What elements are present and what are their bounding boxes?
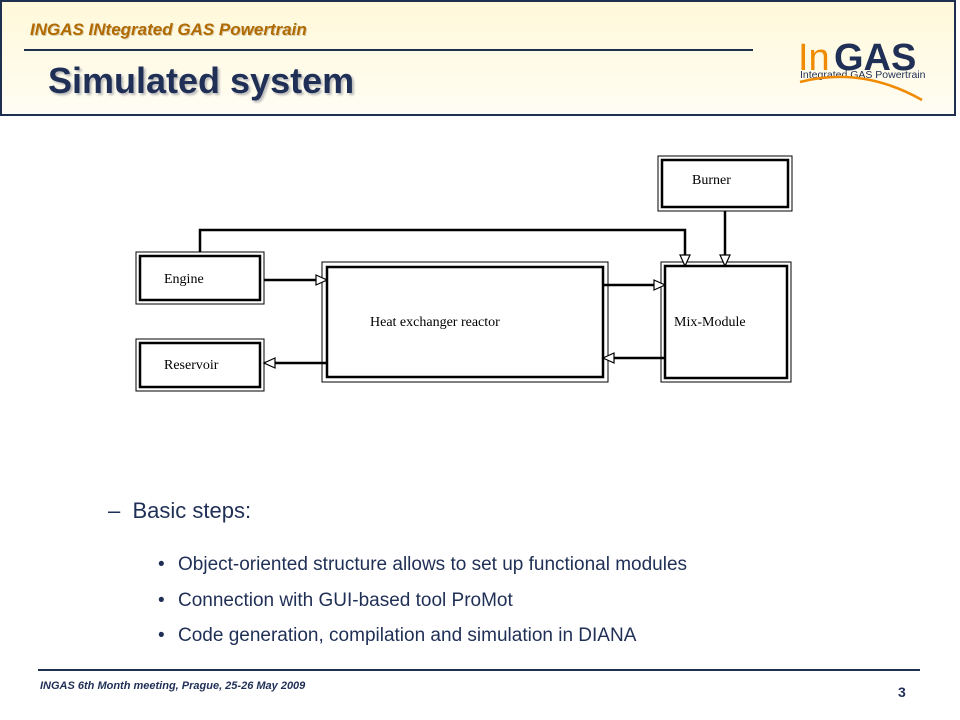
header-divider (24, 49, 753, 51)
logo-in: In (798, 37, 830, 79)
burner-label: Burner (692, 173, 731, 188)
bullet-dot: • (158, 554, 165, 575)
slide-header: INGAS INtegrated GAS Powertrain Simulate… (0, 0, 956, 116)
footer-divider (38, 669, 920, 671)
system-diagram: Engine Reservoir Heat exchanger reactor … (135, 155, 793, 392)
bullet-dot: • (158, 590, 165, 611)
bullet-item: • Connection with GUI-based tool ProMot (158, 590, 513, 612)
reactor-label: Heat exchanger reactor (370, 315, 500, 330)
logo-gas: GAS (834, 37, 916, 79)
engine-block: Engine (135, 251, 265, 305)
logo-swoosh (799, 75, 923, 102)
bullet-text: Connection with GUI-based tool ProMot (178, 590, 513, 611)
heading-text: Basic steps: (132, 498, 252, 523)
heading-dash: – (108, 498, 121, 523)
basic-steps-heading: – Basic steps: (108, 498, 251, 524)
engine-bypass-to-mix-arrow (198, 228, 691, 268)
ingas-logo: In GAS Integrated GAS Powertrain (798, 37, 926, 102)
bullet-text: Object-oriented structure allows to set … (178, 554, 688, 575)
mix-module-block: Mix-Module (660, 261, 792, 383)
project-name: INGAS INtegrated GAS Powertrain (30, 20, 307, 39)
engine-label: Engine (164, 272, 204, 287)
reservoir-block: Reservoir (135, 338, 265, 392)
page-number: 3 (898, 684, 906, 700)
bullet-text: Code generation, compilation and simulat… (178, 625, 637, 646)
reactor-block: Heat exchanger reactor (321, 261, 609, 383)
bullet-item: • Object-oriented structure allows to set… (158, 554, 687, 576)
bullet-item: • Code generation, compilation and simula… (158, 625, 636, 647)
reservoir-label: Reservoir (164, 358, 219, 373)
burner-block: Burner (657, 155, 793, 212)
footer-meeting: INGAS 6th Month meeting, Prague, 25-26 M… (40, 680, 306, 692)
mix-module-label: Mix-Module (674, 315, 746, 330)
slide-title: Simulated system (48, 60, 355, 101)
bullet-dot: • (158, 625, 165, 646)
